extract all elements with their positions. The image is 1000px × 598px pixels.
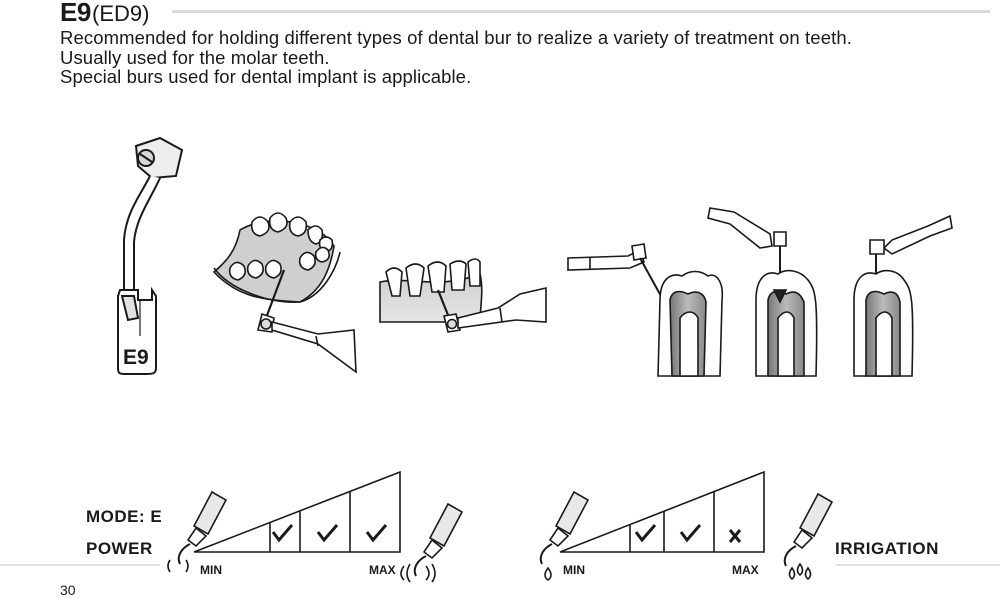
description: Recommended for holding different types … (60, 28, 990, 87)
irrigation-scale (539, 470, 834, 581)
header: E9 (ED9) (60, 0, 990, 30)
mode-label: MODE: E (86, 507, 163, 526)
root-canal-illustrations (567, 207, 953, 377)
header-rule (172, 10, 990, 13)
model-name: E9 (60, 0, 91, 27)
check-icon (271, 524, 294, 543)
power-scale (167, 470, 464, 583)
check-icon (634, 524, 657, 543)
footer-rule-left (0, 564, 160, 566)
cross-icon (728, 529, 742, 543)
description-line: Usually used for the molar teeth. (60, 46, 330, 68)
irrigation-label: IRRIGATION (835, 539, 939, 558)
description-line: Special burs used for dental implant is … (60, 66, 472, 87)
description-line: Recommended for holding different types … (60, 27, 852, 48)
power-min-label: MIN (200, 563, 222, 577)
tip-label: E9 (123, 346, 149, 369)
irrigation-min-label: MIN (563, 563, 585, 577)
model-code: (ED9) (92, 1, 150, 26)
power-max-label: MAX (369, 563, 396, 577)
tip-illustration (117, 136, 184, 375)
footer-rule-right (836, 564, 1000, 566)
check-icon (365, 524, 388, 543)
jaw-illustration (212, 212, 357, 374)
irrigation-max-label: MAX (732, 563, 759, 577)
irrigation-levels (634, 524, 742, 543)
power-levels (271, 524, 388, 543)
power-label: POWER (86, 539, 153, 558)
check-icon (316, 524, 339, 543)
page-number: 30 (60, 582, 76, 598)
check-icon (679, 524, 702, 543)
gum-illustration (379, 258, 547, 333)
